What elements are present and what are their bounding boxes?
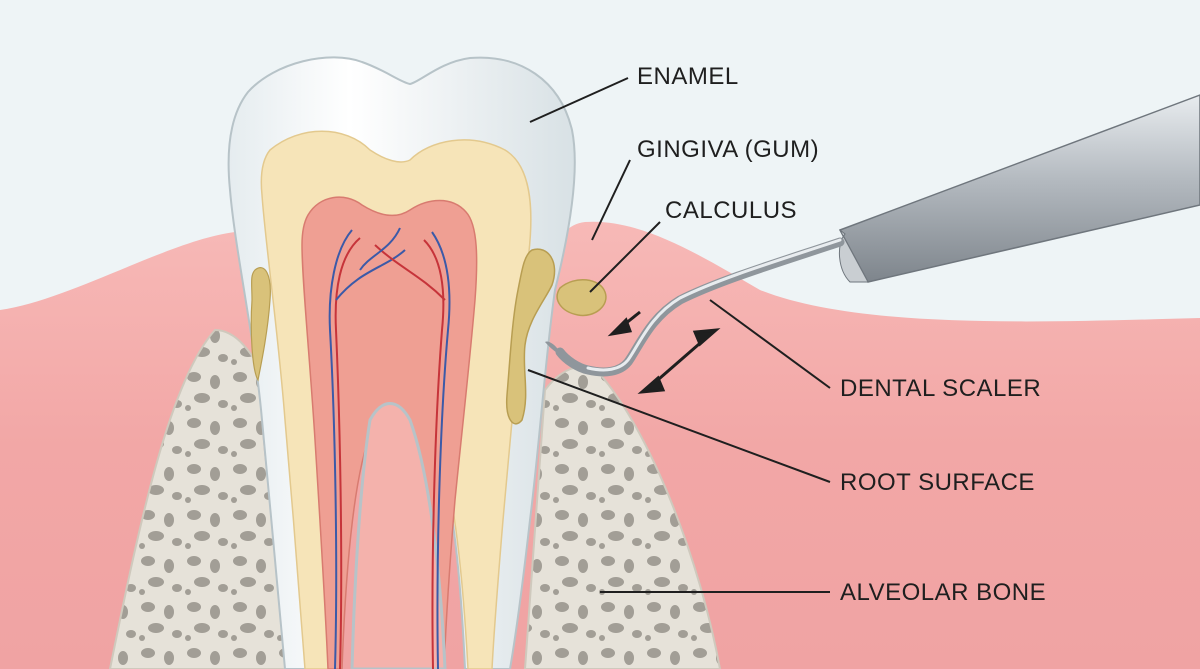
leader-dental-scaler: [709, 299, 831, 389]
label-dental-scaler: DENTAL SCALER: [840, 375, 1041, 402]
calculus-deposit-main: [505, 248, 556, 425]
label-gingiva: GINGIVA (GUM): [637, 136, 819, 163]
calculus-deposit-upper: [556, 279, 607, 317]
label-root-surface: ROOT SURFACE: [840, 469, 1035, 496]
leader-calculus: [589, 221, 661, 293]
pulp-vessels: [328, 227, 451, 669]
leader-gingiva: [591, 159, 631, 241]
label-calculus: CALCULUS: [665, 197, 797, 224]
dental-scaler-instrument: [545, 94, 1200, 377]
inter-root-space: [350, 402, 447, 669]
leader-lines: [527, 77, 831, 593]
scaling-motion-arrows: [607, 310, 721, 394]
leader-enamel: [529, 77, 629, 123]
calculus-deposit-left: [250, 267, 271, 382]
leader-root-surface: [527, 369, 831, 483]
alveolar-bone-right: [523, 365, 722, 669]
label-enamel: ENAMEL: [637, 63, 739, 90]
label-alveolar-bone: ALVEOLAR BONE: [840, 579, 1046, 606]
